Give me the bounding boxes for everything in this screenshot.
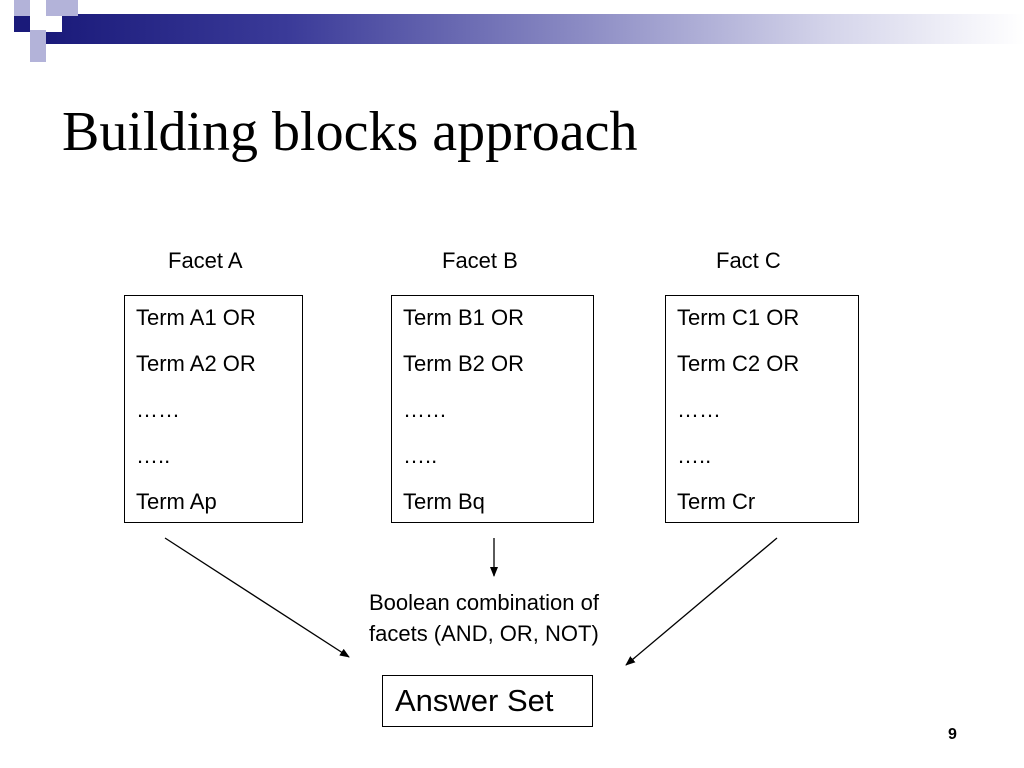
facet-c-terms-box: Term C1 OR Term C2 OR …… ….. Term Cr [665,295,859,523]
facet-a-term: ….. [136,443,171,468]
answer-set-box: Answer Set [382,675,593,727]
header-square-1 [14,0,30,16]
arrow-from-facet-a [164,537,350,658]
arrow-from-facet-c [625,537,778,666]
boolean-combination-label: Boolean combination of facets (AND, OR, … [369,587,599,649]
facet-c-term: Term C2 OR [677,351,800,376]
facet-a-term: Term Ap [136,489,217,514]
facet-c-term: Term Cr [677,489,756,514]
header-square-7 [30,46,46,62]
facet-b-term: Term B1 OR [403,305,525,330]
facet-a-term: Term A2 OR [136,351,256,376]
facet-b-term: Term Bq [403,489,485,514]
boolean-combination-line1: Boolean combination of [369,590,599,615]
facet-b-term: Term B2 OR [403,351,525,376]
slide-title: Building blocks approach [62,101,638,163]
header-square-5 [46,16,62,32]
facet-c-term: …… [677,397,721,422]
facet-c-term: ….. [677,443,712,468]
facet-a-label: Facet A [168,248,243,273]
header-square-4 [14,16,30,32]
header-square-2 [46,0,62,16]
facet-b-terms-box: Term B1 OR Term B2 OR …… ….. Term Bq [391,295,594,523]
header-square-6 [30,30,46,46]
facet-a-terms-box: Term A1 OR Term A2 OR …… ….. Term Ap [124,295,303,523]
page-number: 9 [948,726,957,743]
facet-c-term: Term C1 OR [677,305,800,330]
facet-b-term: …… [403,397,447,422]
facet-a-term: Term A1 OR [136,305,256,330]
facet-c-label: Fact C [716,248,781,273]
header-square-3 [62,0,78,16]
facet-b-label: Facet B [442,248,518,273]
boolean-combination-line2: facets (AND, OR, NOT) [369,621,599,646]
header-gradient-bar [46,14,1024,44]
facet-b-term: ….. [403,443,438,468]
facet-a-term: …… [136,397,180,422]
